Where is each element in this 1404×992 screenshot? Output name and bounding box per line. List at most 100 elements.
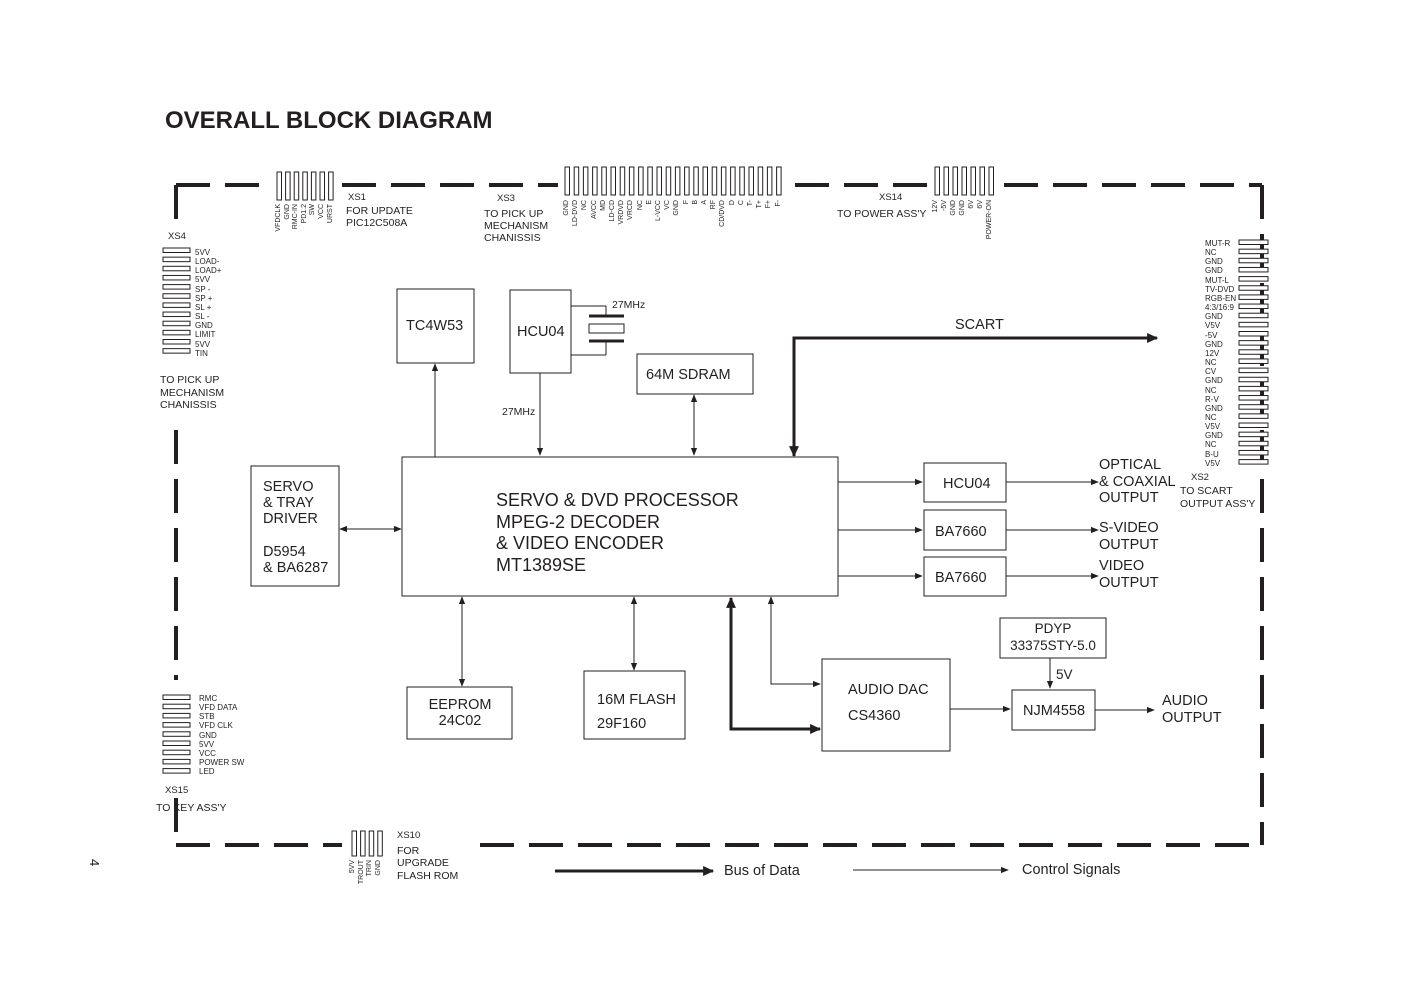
xs3-desc: TO PICK UP MECHANISM CHANISSIS <box>484 208 549 244</box>
data-bus-lines <box>555 333 1159 876</box>
xs14-pin <box>961 166 967 196</box>
xs14-pin <box>952 166 958 196</box>
xs4-pin <box>162 320 191 327</box>
crystal-freq-label: 27MHz <box>612 299 646 311</box>
njm4558-box <box>1011 689 1096 731</box>
xs1-pin-label: VFDCLK <box>275 204 282 232</box>
xs14-connector-pins <box>934 166 994 196</box>
xs2-desc: TO SCART OUTPUT ASS'Y <box>1180 485 1256 510</box>
video-output-label: VIDEO OUTPUT <box>1099 558 1159 591</box>
pdyp-label: PDYP 33375STY-5.0 <box>1010 621 1096 653</box>
xs3-pin <box>573 166 580 196</box>
xs1-pin <box>276 171 282 201</box>
xs4-pin <box>162 302 191 308</box>
xs10-pin <box>368 830 375 857</box>
hcu04-out-box <box>923 462 1007 503</box>
xs1-pin-label: URST <box>326 204 334 224</box>
xs14-pin-label: 6V <box>977 200 984 209</box>
xs15-pin <box>162 740 191 746</box>
eeprom-box <box>406 686 513 740</box>
xs3-pin-label: T- <box>747 200 754 207</box>
hcu04-out-label: HCU04 <box>943 476 991 492</box>
control-signal-lines <box>339 363 1155 874</box>
xs2-pin <box>1238 239 1269 245</box>
xs14-pin-label: 6V <box>968 200 975 209</box>
xs1-pin-label: PD1.2 <box>300 204 308 224</box>
flash-box <box>583 670 686 740</box>
xs3-pin <box>638 166 644 196</box>
xs3-pin <box>684 166 690 196</box>
xs3-pin <box>766 166 773 196</box>
xs4-id: XS4 <box>168 231 186 242</box>
eeprom-label: EEPROM 24C02 <box>428 697 492 729</box>
xs15-connector-pins <box>162 694 191 774</box>
xs3-pin-label: AVCC <box>590 200 598 219</box>
xs3-id: XS3 <box>497 193 515 204</box>
xs3-pin <box>628 166 635 196</box>
processor-box <box>401 456 839 597</box>
xs15-pin <box>162 758 191 765</box>
xs2-pin <box>1238 276 1269 282</box>
xs14-pin <box>943 166 949 196</box>
xs4-pin <box>162 339 191 345</box>
xs3-pin <box>739 166 745 196</box>
xs2-pin <box>1238 266 1269 273</box>
servo-driver-box <box>250 465 340 587</box>
xs10-desc: FOR UPGRADE FLASH ROM <box>397 845 459 882</box>
xs2-pin <box>1238 385 1269 392</box>
xs3-pin-label: A <box>701 200 708 205</box>
xs14-pin <box>970 166 976 196</box>
xs3-pin-label: T+ <box>756 200 764 209</box>
xs10-pin-label: GND <box>374 860 382 876</box>
xs4-pin <box>162 293 191 299</box>
xs2-pin <box>1238 340 1269 346</box>
xs3-pin-label: F- <box>774 200 782 207</box>
xs3-pin-label: GND <box>563 200 570 216</box>
xs3-pin-label: NC <box>636 200 644 211</box>
xs3-pin-label: NC <box>581 200 589 211</box>
xs4-pin <box>162 284 191 290</box>
xs3-pin <box>711 166 718 196</box>
audio-dac-label: AUDIO DAC CS4360 <box>848 682 929 724</box>
xs3-connector-pins <box>564 166 782 196</box>
xs3-pin <box>748 166 754 196</box>
xs15-pin <box>162 731 191 737</box>
xs3-pin <box>656 166 662 196</box>
xs3-pin-label: LD-DVD <box>572 200 580 227</box>
xs10-id: XS10 <box>397 830 421 841</box>
xs4-pin <box>162 311 191 318</box>
processor-label: SERVO & DVD PROCESSOR MPEG-2 DECODER & V… <box>496 490 739 575</box>
xs4-pin <box>162 329 191 336</box>
xs15-pin <box>162 694 191 700</box>
xs15-pin <box>162 768 191 774</box>
xs10-pin <box>377 830 383 857</box>
xs14-id: XS14 <box>879 192 903 203</box>
xs3-pin <box>720 166 727 196</box>
hcu04-osc-label: HCU04 <box>517 324 565 340</box>
xs4-connector-pins <box>162 247 191 354</box>
xs4-pin-labels: 5VV LOAD- LOAD+ 5VV SP - SP + SL + SL - … <box>195 248 222 358</box>
xs10-pin-label: TRIN <box>366 860 374 877</box>
xs2-pin <box>1238 404 1269 410</box>
xs10-pin <box>360 830 366 857</box>
ba7660-1-box <box>923 509 1007 551</box>
xs2-pin <box>1238 449 1269 456</box>
xs3-pin-label: CD/DVD <box>719 200 727 227</box>
ba7660-2-label: BA7660 <box>935 570 987 586</box>
xs3-pin <box>776 166 782 196</box>
xs2-pin <box>1238 376 1269 383</box>
xs1-pin-label: GND <box>283 204 291 220</box>
ba7660-2-box <box>923 556 1007 597</box>
xs2-pin <box>1238 413 1269 419</box>
xs15-pin <box>162 722 191 728</box>
scart-label: SCART <box>955 317 1004 333</box>
xs2-pin <box>1238 294 1269 300</box>
xs15-pin <box>162 712 191 719</box>
xs1-desc: FOR UPDATE PIC12C508A <box>346 205 413 229</box>
xs10-connector-pins <box>351 830 383 857</box>
xs2-pin <box>1238 321 1269 328</box>
xs14-pin <box>934 166 940 196</box>
hcu04-osc-box <box>509 289 572 374</box>
xs4-pin <box>162 274 191 281</box>
xs2-pin <box>1238 248 1269 255</box>
